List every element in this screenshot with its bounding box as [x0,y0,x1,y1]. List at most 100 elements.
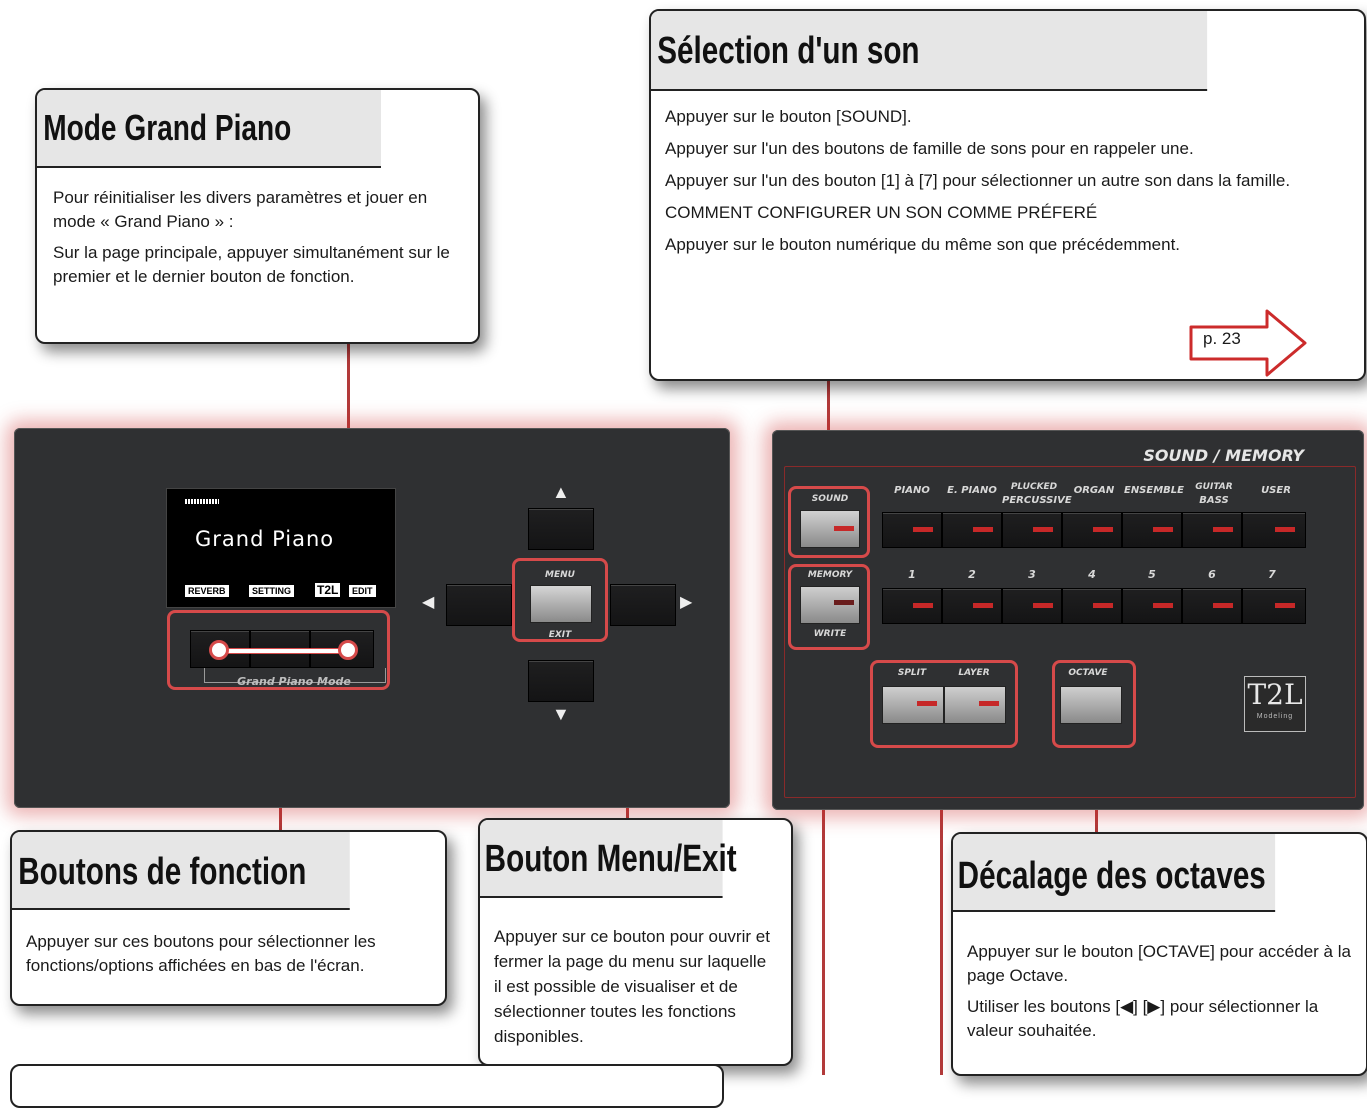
layer-led [979,701,999,706]
grand-piano-text-2: Sur la page principale, appuyer simultan… [53,243,450,286]
number-label-2: 2 [968,568,976,581]
number-led [1275,603,1295,608]
sound-label: SOUND [811,494,849,504]
number-button-7[interactable] [1242,588,1306,624]
number-button-2[interactable] [942,588,1002,624]
sound-select-body: Appuyer sur le bouton [SOUND]. Appuyer s… [651,91,1364,257]
up-button[interactable] [528,508,594,550]
octave-title: Décalage des octaves [953,834,1276,912]
function-buttons-text: Appuyer sur ces boutons pour sélectionne… [26,932,376,975]
family-label-organ: ORGAN [1073,485,1115,496]
number-button-5[interactable] [1122,588,1182,624]
soft-label-reverb: REVERB [185,585,229,597]
menu-label: MENU [545,570,575,580]
layer-button[interactable] [944,686,1006,724]
octave-highlight [1052,660,1136,748]
number-led [973,603,993,608]
bottom-partial-callout [10,1064,724,1108]
right-button[interactable] [610,584,676,626]
octave-button[interactable] [1060,686,1122,724]
arrow-right-icon: ▶ [680,594,693,611]
soft-label-setting: SETTING [249,585,295,597]
family-label-piano: PIANO [894,485,930,496]
number-button-6[interactable] [1182,588,1242,624]
number-label-5: 5 [1148,568,1156,581]
number-label-6: 6 [1208,568,1216,581]
split-label: SPLIT [897,668,927,678]
sound-led [834,526,854,531]
family-label-epiano: E. PIANO [947,485,997,496]
octave-text-1: Appuyer sur le bouton [OCTAVE] pour accé… [967,942,1351,985]
family-button-guitar-bass[interactable] [1182,512,1242,548]
exit-label: EXIT [548,630,572,640]
menu-exit-text: Appuyer sur ce bouton pour ouvrir et fer… [494,927,770,1046]
family-button-epiano[interactable] [942,512,1002,548]
t2l-logo: T2L Modeling [1244,676,1306,732]
connector-line [940,745,943,1075]
write-label: WRITE [813,629,847,639]
octave-body: Appuyer sur le bouton [OCTAVE] pour accé… [953,912,1366,1043]
lcd-display: Grand Piano REVERB SETTING T2L EDIT [166,488,396,608]
split-button[interactable] [882,686,944,724]
page-ref-link[interactable]: p. 23 [1203,329,1241,348]
keyboard-icon [185,499,219,504]
family-led [973,527,993,532]
memory-button[interactable] [800,586,860,624]
number-button-3[interactable] [1002,588,1062,624]
function-buttons-callout: Boutons de fonction Appuyer sur ces bout… [10,830,447,1006]
family-button-organ[interactable] [1062,512,1122,548]
sound-memory-panel: SOUND / MEMORY SOUND MEMORY WRITE PIANO … [772,430,1364,810]
family-button-plucked[interactable] [1002,512,1062,548]
arrow-down-icon: ▼ [552,704,570,724]
function-link-line [220,648,352,654]
octave-text-2: Utiliser les boutons [◀] [▶] pour sélect… [967,997,1319,1040]
split-led [917,701,937,706]
function-dot-left [209,640,229,660]
sound-memory-frame [784,466,1356,798]
family-button-piano[interactable] [882,512,942,548]
left-control-panel: Grand Piano REVERB SETTING T2L EDIT Gran… [14,428,730,808]
grand-piano-title: Mode Grand Piano [37,90,381,168]
menu-exit-highlight [512,558,608,642]
t2l-logo-text: T2L [1247,678,1303,711]
number-label-1: 1 [908,568,916,581]
display-logo: T2L [315,583,341,597]
number-led [1033,603,1053,608]
octave-callout: Décalage des octaves Appuyer sur le bout… [951,832,1367,1076]
family-button-ensemble[interactable] [1122,512,1182,548]
number-led [1153,603,1173,608]
number-button-4[interactable] [1062,588,1122,624]
menu-exit-button[interactable] [530,585,592,623]
left-button[interactable] [446,584,512,626]
grand-piano-body: Pour réinitialiser les divers paramètres… [37,168,478,289]
number-label-3: 3 [1028,568,1036,581]
arrow-left-icon: ◀ [422,594,435,611]
number-led [913,603,933,608]
grand-piano-text-1: Pour réinitialiser les divers paramètres… [53,188,428,231]
sound-memory-heading: SOUND / MEMORY [1143,446,1304,465]
menu-exit-callout: Bouton Menu/Exit Appuyer sur ce bouton p… [478,818,793,1066]
family-button-user[interactable] [1242,512,1306,548]
menu-exit-body: Appuyer sur ce bouton pour ouvrir et fer… [480,898,791,1049]
number-button-1[interactable] [882,588,942,624]
family-label-ensemble: ENSEMBLE [1123,485,1184,496]
number-led [1213,603,1233,608]
layer-label: LAYER [958,668,990,678]
sound-select-text-2: Appuyer sur l'un des boutons de famille … [665,139,1194,158]
family-led [1033,527,1053,532]
grand-piano-mode-bracket [204,668,386,683]
screen-text: Grand Piano [195,527,335,551]
function-dot-right [338,640,358,660]
sound-select-text-5: Appuyer sur le bouton numérique du même … [665,235,1181,254]
number-label-7: 7 [1268,568,1276,581]
sound-select-title: Sélection d'un son [651,11,1208,91]
family-led [1153,527,1173,532]
down-button[interactable] [528,660,594,702]
number-label-4: 4 [1088,568,1096,581]
memory-highlight [788,564,870,650]
sound-select-text-3: Appuyer sur l'un des bouton [1] à [7] po… [665,171,1291,190]
octave-label: OCTAVE [1068,668,1108,678]
t2l-logo-sub: Modeling [1256,713,1294,720]
function-buttons-highlight [167,610,390,690]
